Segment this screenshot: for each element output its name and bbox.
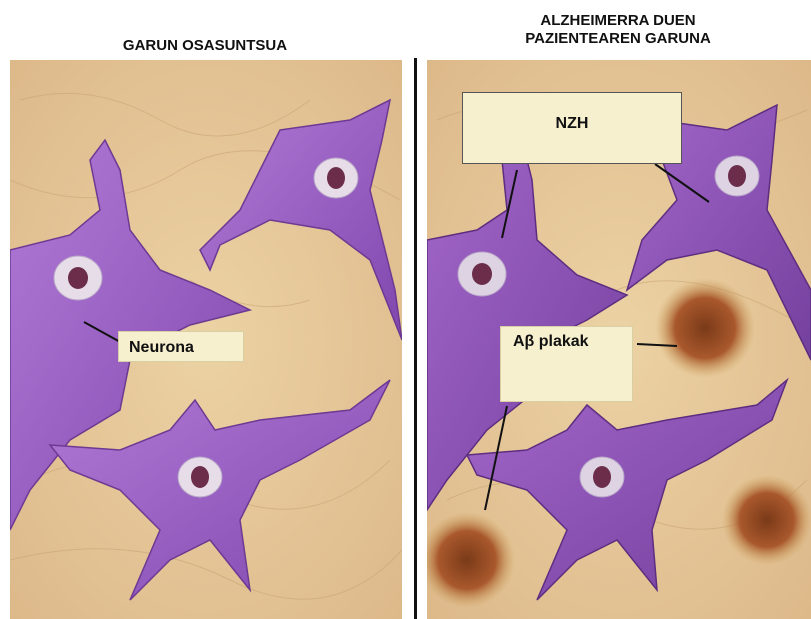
neurona-label: Neurona xyxy=(118,331,244,362)
healthy-brain-title: GARUN OSASUNTSUA xyxy=(10,37,400,55)
ab-plaques-label: Aβ plakak xyxy=(500,326,633,402)
panel-divider xyxy=(414,58,417,619)
nzh-label: NZH xyxy=(462,92,682,164)
alzheimer-brain-title: ALZHEIMERRA DUEN PAZIENTEAREN GARUNA xyxy=(425,12,811,48)
